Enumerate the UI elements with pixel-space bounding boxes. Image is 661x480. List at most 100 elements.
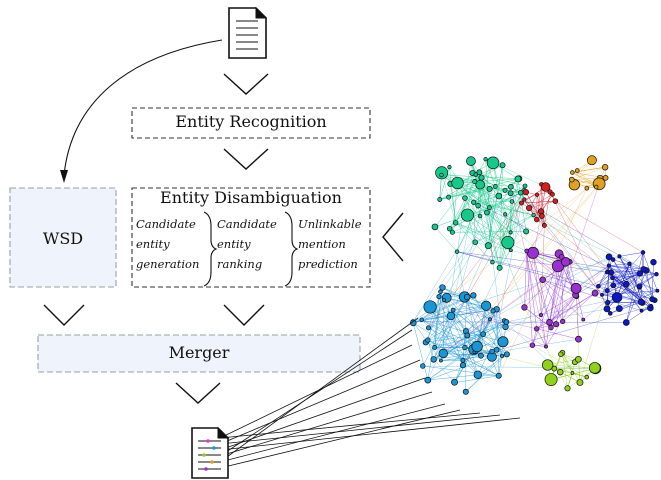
graph-edge bbox=[427, 321, 507, 381]
graph-edge bbox=[427, 305, 487, 341]
graph-node bbox=[627, 261, 632, 266]
graph-edge bbox=[571, 166, 606, 180]
graph-node bbox=[521, 304, 528, 311]
step-brace-1 bbox=[203, 211, 218, 287]
graph-node bbox=[534, 192, 540, 197]
graph-node bbox=[637, 298, 645, 306]
graph-edge bbox=[562, 352, 568, 389]
graph-node bbox=[460, 208, 475, 222]
output-document-icon bbox=[191, 426, 230, 479]
graph-edge bbox=[526, 188, 588, 252]
graph-node bbox=[409, 319, 417, 327]
graph-edge bbox=[473, 201, 512, 203]
graph-edge bbox=[545, 265, 559, 347]
graph-node bbox=[499, 353, 505, 358]
step-line: prediction bbox=[298, 257, 358, 271]
graph-node bbox=[495, 192, 503, 200]
graph-node bbox=[460, 357, 466, 363]
graph-edge bbox=[422, 365, 499, 377]
chevron-merger-to-output bbox=[175, 382, 221, 404]
graph-edge bbox=[626, 252, 644, 323]
step-line: Unlinkable bbox=[298, 217, 362, 231]
graph-edge bbox=[542, 279, 563, 322]
graph-edge bbox=[454, 375, 499, 383]
graph-edge bbox=[565, 261, 640, 274]
graph-node bbox=[473, 370, 483, 379]
graph-node bbox=[606, 263, 612, 268]
graph-node bbox=[436, 294, 442, 300]
graph-edge bbox=[562, 352, 581, 383]
graph-node bbox=[517, 189, 524, 196]
graph-node bbox=[490, 308, 496, 314]
graph-node bbox=[442, 298, 447, 303]
graph-node bbox=[503, 351, 510, 358]
graph-node bbox=[473, 172, 478, 177]
graph-node bbox=[472, 239, 478, 245]
graph-edge bbox=[466, 296, 503, 357]
entity-link-line bbox=[219, 359, 421, 445]
graph-node bbox=[439, 358, 443, 363]
graph-node bbox=[514, 175, 522, 183]
graph-edge bbox=[499, 250, 511, 268]
graph-node bbox=[462, 388, 469, 395]
graph-node bbox=[523, 228, 530, 235]
graph-node bbox=[431, 223, 439, 231]
graph-node bbox=[575, 335, 582, 343]
graph-edge bbox=[485, 159, 490, 208]
graph-node bbox=[488, 317, 492, 322]
graph-edge bbox=[443, 178, 601, 301]
graph-edge bbox=[452, 199, 525, 233]
graph-node bbox=[439, 284, 446, 291]
graph-edge bbox=[598, 265, 610, 287]
step-unlinkable-prediction: Unlinkable mention prediction bbox=[298, 214, 362, 274]
graph-node bbox=[495, 372, 502, 379]
graph-edge bbox=[427, 374, 478, 381]
graph-edge bbox=[455, 222, 508, 243]
graph-edge bbox=[465, 354, 508, 392]
graph-edge bbox=[427, 346, 478, 381]
graph-edge bbox=[528, 194, 553, 209]
graph-node bbox=[594, 184, 599, 190]
graph-node bbox=[538, 312, 544, 318]
graph-edge bbox=[529, 200, 556, 209]
graph-node bbox=[570, 371, 575, 375]
graph-edge bbox=[528, 207, 652, 307]
graph-node bbox=[497, 336, 509, 348]
graph-node bbox=[558, 351, 564, 357]
graph-node bbox=[564, 385, 571, 392]
graph-node bbox=[576, 379, 584, 386]
graph-edge bbox=[453, 305, 487, 311]
graph-edge bbox=[453, 309, 537, 329]
graph-edge bbox=[544, 191, 551, 226]
graph-edge bbox=[492, 310, 503, 356]
graph-node bbox=[556, 368, 564, 376]
graph-node bbox=[486, 156, 500, 170]
graph-node bbox=[475, 202, 481, 209]
graph-edge bbox=[626, 305, 652, 323]
graph-edge bbox=[499, 165, 503, 268]
graph-edge bbox=[421, 319, 504, 342]
graph-edge bbox=[467, 183, 600, 336]
graph-node bbox=[605, 299, 611, 306]
graph-edge bbox=[413, 321, 627, 323]
graph-edge bbox=[449, 162, 494, 229]
graph-node bbox=[570, 170, 575, 175]
graph-edge bbox=[626, 270, 647, 323]
graph-edge bbox=[427, 245, 489, 381]
graph-edge bbox=[601, 290, 658, 296]
graph-edge bbox=[441, 174, 596, 294]
graph-node bbox=[470, 292, 477, 299]
graph-node bbox=[534, 216, 540, 223]
graph-edge bbox=[575, 263, 630, 296]
graph-edge bbox=[475, 214, 534, 243]
graph-edge bbox=[457, 182, 647, 271]
graph-node bbox=[615, 305, 623, 313]
graph-edge bbox=[473, 202, 658, 291]
graph-edge bbox=[467, 194, 538, 336]
graph-edge bbox=[464, 319, 491, 348]
graph-node bbox=[471, 199, 477, 205]
graph-node bbox=[503, 319, 510, 325]
graph-edge bbox=[475, 242, 607, 273]
graph-edge bbox=[645, 270, 653, 300]
graph-node bbox=[449, 229, 455, 235]
